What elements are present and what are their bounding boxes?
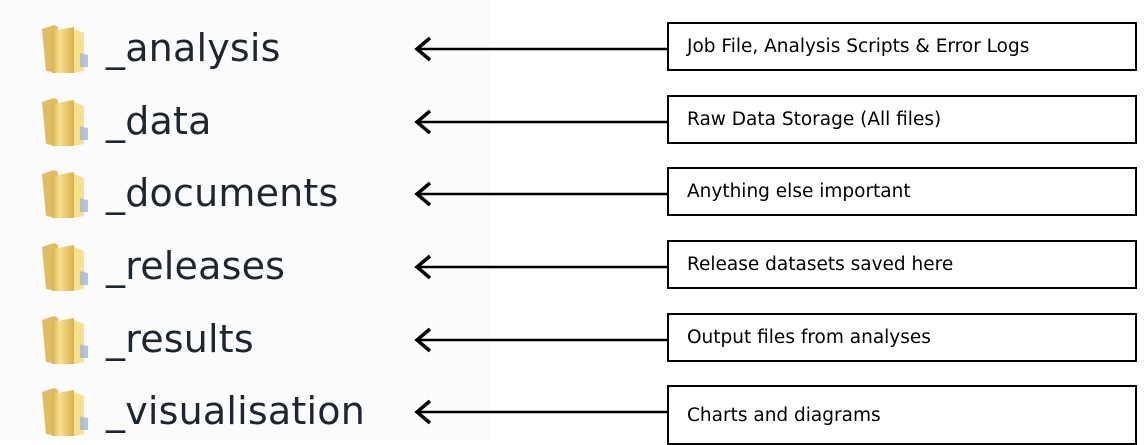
explorer-file-list <box>0 0 490 440</box>
folder-name-data[interactable]: _data <box>106 99 212 143</box>
description-text-results: Output files from analyses <box>687 327 931 348</box>
folder-row-analysis: _analysis Job File, Analysis Scripts & E… <box>0 20 1147 80</box>
description-box-releases: Release datasets saved here <box>667 240 1137 289</box>
description-text-visualisation: Charts and diagrams <box>687 404 881 426</box>
folder-name-visualisation[interactable]: _visualisation <box>106 389 366 433</box>
folder-icon[interactable] <box>40 314 98 366</box>
folder-icon[interactable] <box>40 168 98 220</box>
left-arrow-icon <box>412 397 667 427</box>
folder-name-results[interactable]: _results <box>106 317 254 361</box>
folder-icon[interactable] <box>40 241 98 293</box>
folder-row-data: _data Raw Data Storage (All files) <box>0 93 1147 153</box>
folder-name-documents[interactable]: _documents <box>106 171 339 215</box>
left-arrow-icon <box>412 34 667 64</box>
description-box-analysis: Job File, Analysis Scripts & Error Logs <box>667 22 1137 71</box>
folder-icon[interactable] <box>40 23 98 75</box>
folder-name-analysis[interactable]: _analysis <box>106 26 281 70</box>
left-arrow-icon <box>412 252 667 282</box>
description-text-documents: Anything else important <box>687 181 911 202</box>
description-box-data: Raw Data Storage (All files) <box>667 95 1137 144</box>
folder-row-results: _results Output files from analyses <box>0 311 1147 371</box>
description-box-visualisation: Charts and diagrams <box>667 385 1137 445</box>
description-text-data: Raw Data Storage (All files) <box>687 109 942 130</box>
folder-icon[interactable] <box>40 386 98 438</box>
folder-row-visualisation: _visualisation Charts and diagrams <box>0 383 1147 445</box>
left-arrow-icon <box>412 107 667 137</box>
folder-row-documents: _documents Anything else important <box>0 165 1147 225</box>
description-text-analysis: Job File, Analysis Scripts & Error Logs <box>687 36 1030 57</box>
left-arrow-icon <box>412 179 667 209</box>
description-text-releases: Release datasets saved here <box>687 254 954 275</box>
left-arrow-icon <box>412 325 667 355</box>
folder-name-releases[interactable]: _releases <box>106 244 286 288</box>
folder-row-releases: _releases Release datasets saved here <box>0 238 1147 298</box>
description-box-documents: Anything else important <box>667 167 1137 216</box>
description-box-results: Output files from analyses <box>667 313 1137 362</box>
folder-icon[interactable] <box>40 96 98 148</box>
